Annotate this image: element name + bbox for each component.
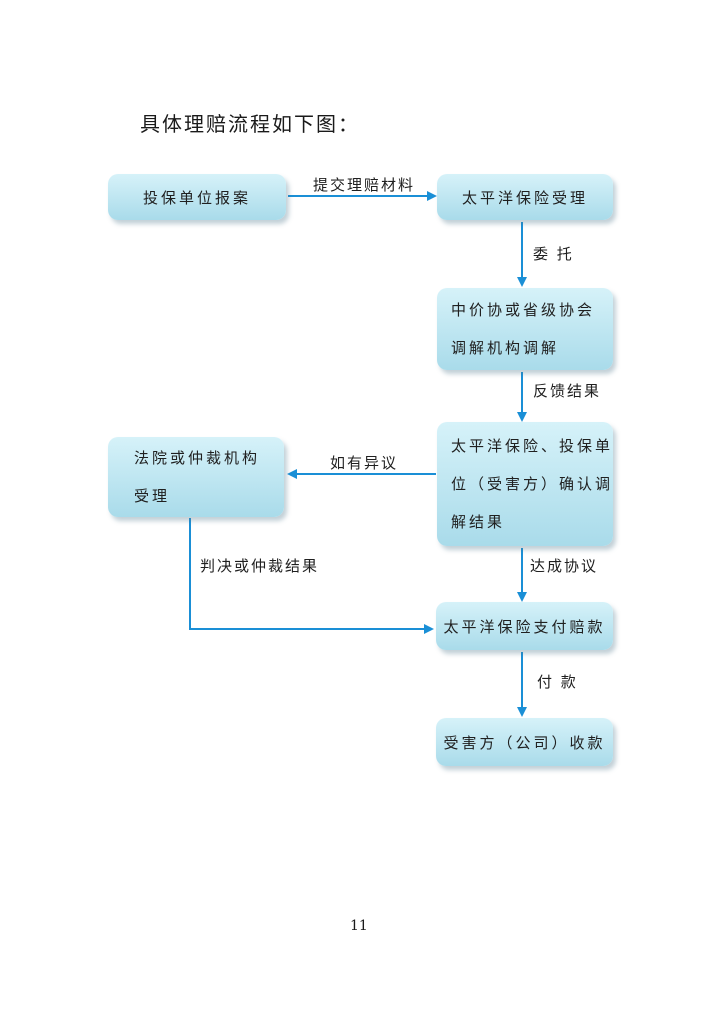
node-receive-label: 受害方（公司）收款 — [443, 733, 606, 752]
node-confirm: 太平洋保险、投保单 位（受害方）确认调 解结果 — [437, 422, 613, 546]
node-confirm-line-3: 解结果 — [451, 513, 506, 531]
node-confirm-line-1: 太平洋保险、投保单 — [451, 437, 614, 455]
edge-label-entrust: 委 托 — [533, 245, 574, 263]
node-receive: 受害方（公司）收款 — [436, 718, 613, 766]
node-pay: 太平洋保险支付赔款 — [436, 602, 613, 650]
node-report-label: 投保单位报案 — [142, 188, 251, 207]
node-court-line-2: 受理 — [134, 487, 171, 505]
edge-label-agreement: 达成协议 — [530, 557, 599, 575]
page-number: 11 — [350, 918, 368, 934]
node-pay-label: 太平洋保险支付赔款 — [443, 617, 606, 636]
node-mediate-line-1: 中价协或省级协会 — [451, 301, 596, 319]
node-accept-label: 太平洋保险受理 — [461, 188, 588, 207]
edge-label-payment: 付 款 — [537, 673, 578, 691]
node-mediate-line-2: 调解机构调解 — [451, 339, 560, 357]
edge-label-submit: 提交理赔材料 — [313, 176, 416, 194]
node-confirm-line-2: 位（受害方）确认调 — [451, 475, 614, 493]
node-mediate: 中价协或省级协会 调解机构调解 — [437, 288, 613, 370]
node-accept: 太平洋保险受理 — [437, 174, 613, 220]
edge-label-feedback: 反馈结果 — [533, 382, 602, 400]
node-court: 法院或仲裁机构 受理 — [108, 437, 284, 517]
node-report: 投保单位报案 — [108, 174, 286, 220]
edge-label-dispute: 如有异议 — [330, 454, 399, 472]
page-heading: 具体理赔流程如下图： — [140, 112, 360, 136]
edge-label-verdict: 判决或仲裁结果 — [200, 557, 320, 575]
arrow-verdict — [189, 518, 434, 634]
node-court-line-1: 法院或仲裁机构 — [134, 449, 261, 467]
